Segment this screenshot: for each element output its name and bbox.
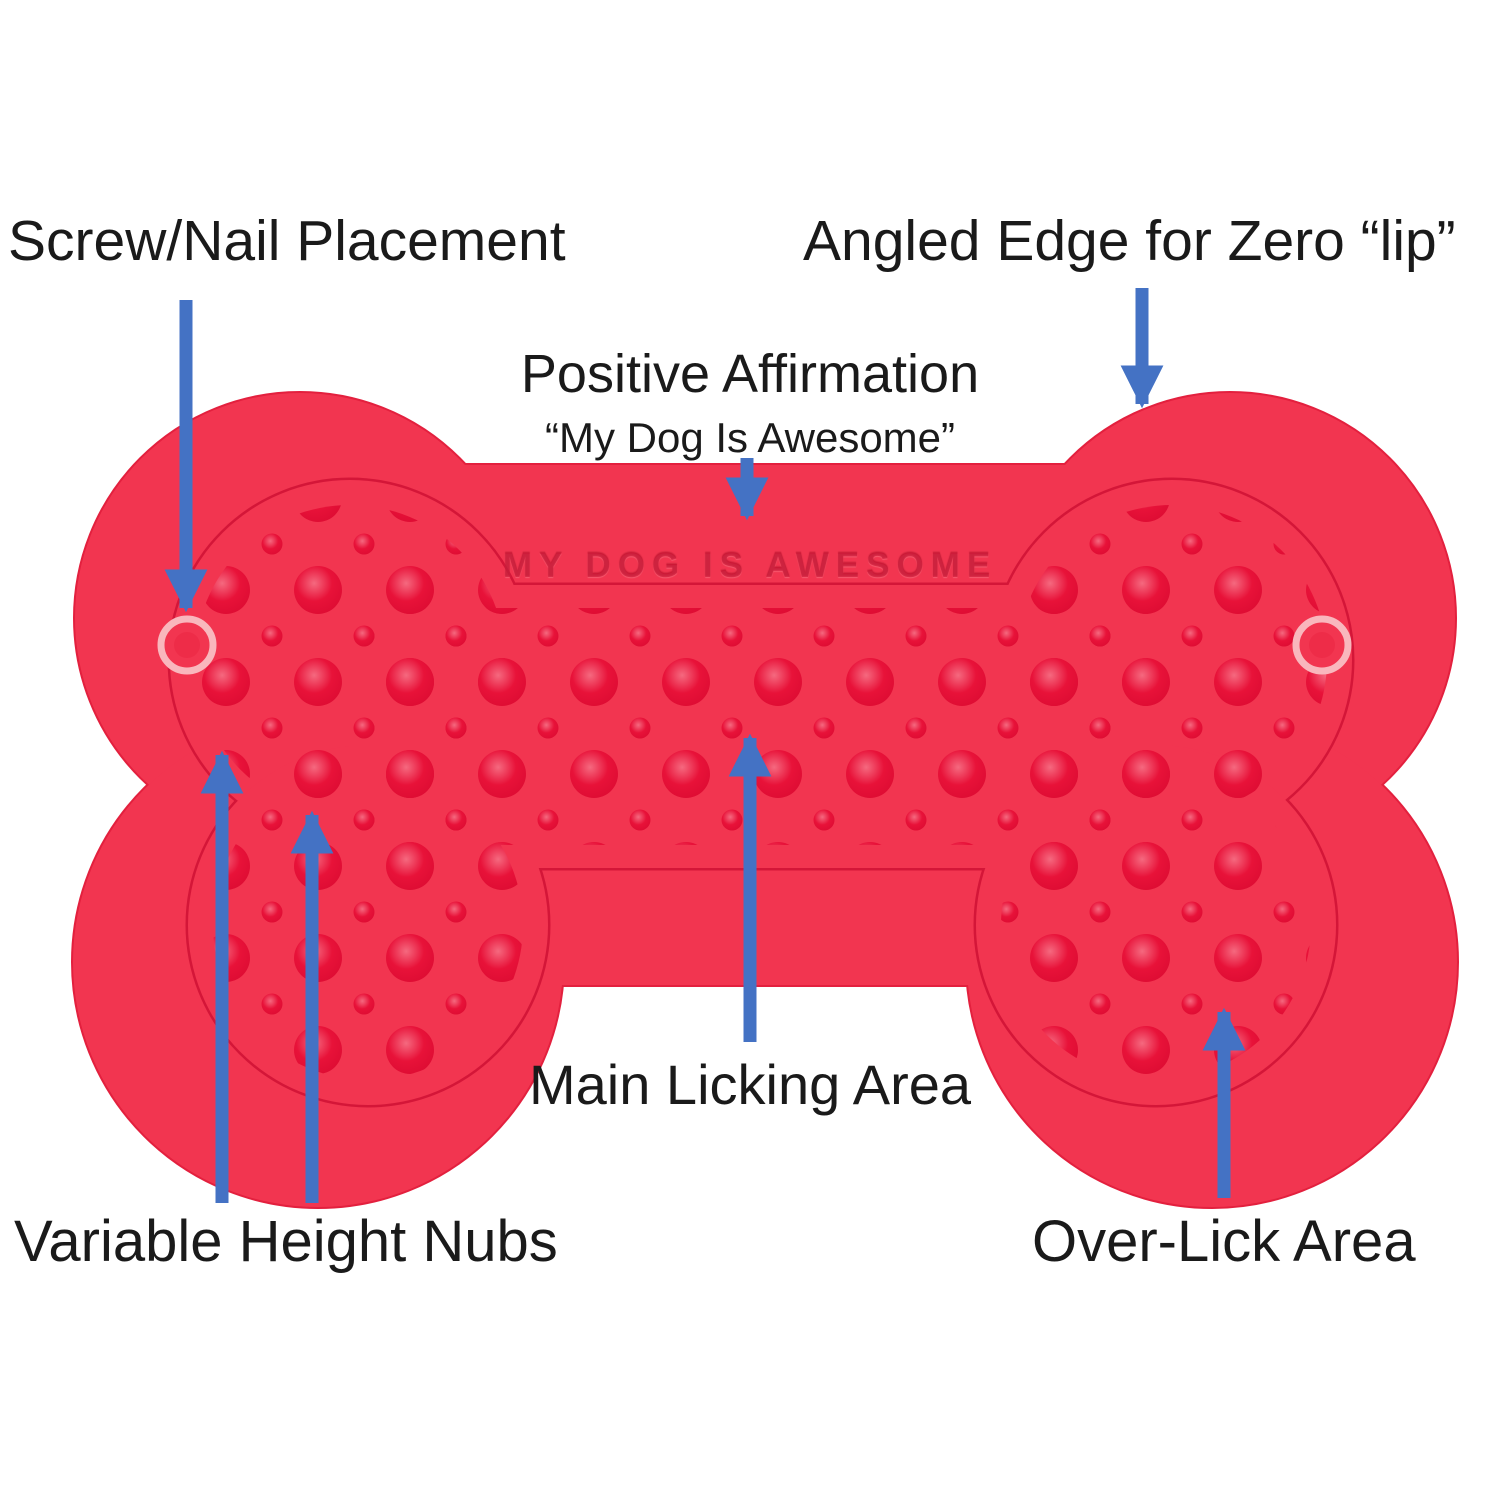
label-angled-edge: Angled Edge for Zero “lip” [803,209,1456,273]
screw-hole-right [1292,615,1352,675]
label-screw-nail-placement: Screw/Nail Placement [8,209,566,273]
screw-hole-left [157,615,217,675]
label-main-licking-area: Main Licking Area [528,1053,972,1116]
label-over-lick-area: Over-Lick Area [1032,1209,1416,1274]
label-positive-affirmation: Positive Affirmation [520,344,980,404]
embossed-text: MY DOG IS AWESOME [502,546,998,585]
nub-field [195,505,1327,1080]
label-affirmation-quote: “My Dog Is Awesome” [544,414,956,461]
label-variable-height-nubs: Variable Height Nubs [14,1209,558,1274]
